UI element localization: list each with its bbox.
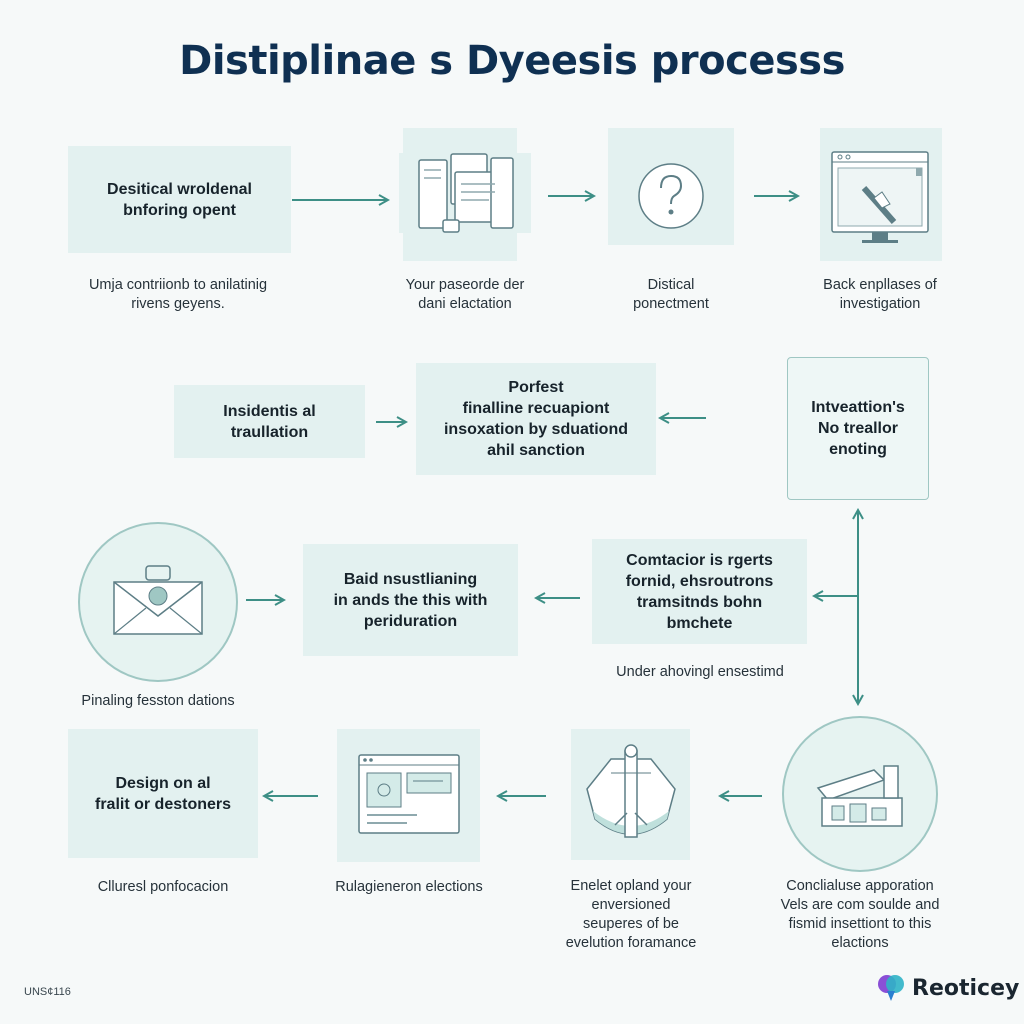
step-text: Design on al (115, 774, 211, 792)
caption-r1-2: Your paseorde der dani elactation (375, 276, 555, 314)
step-text: enoting (829, 441, 887, 458)
caption-r1-3: Distical ponectment (598, 276, 744, 314)
caption-line: Vels are com soulde and (780, 897, 940, 913)
step-text: in ands the this with (333, 591, 488, 609)
step-text: Insidentis al (223, 402, 316, 420)
step-box-r2-1: Insidentis al traullation (174, 385, 365, 458)
window-icon (337, 729, 480, 862)
caption-r1-4: Back enpllases of investigation (800, 276, 960, 314)
caption-line: Umja contriionb to anilatinig (88, 277, 268, 293)
step-text: bmchete (666, 614, 733, 632)
step-text: Comtacior is rgerts (626, 551, 773, 569)
caption-line: Conclialuse apporation (786, 878, 934, 894)
caption-r1-1: Umja contriionb to anilatinig rivens gey… (60, 276, 296, 314)
brand-mark-icon (878, 975, 904, 1001)
factory-icon (782, 716, 938, 872)
step-text: Baid nsustlianing (343, 570, 478, 588)
caption-line: enversioned (591, 897, 671, 913)
caption-line: rivens geyens. (131, 296, 225, 312)
step-text: traullation (230, 423, 309, 441)
envelope-icon (78, 522, 238, 682)
step-text: bnforing opent (123, 201, 236, 219)
step-box-r3-2: Comtacior is rgerts fornid, ehsroutrons … (592, 539, 807, 644)
step-box-r2-2: Porfest finalline recuapiont insoxation … (416, 363, 656, 475)
documents-icon (399, 128, 531, 261)
step-text: tramsitnds bohn (636, 593, 763, 611)
step-box-r3-1: Baid nsustlianing in ands the this with … (303, 544, 518, 656)
step-text: ahil sanction (487, 442, 585, 459)
footer-code: UNS¢116 (24, 986, 71, 998)
caption-r4-4: Conclialuse apporation Vels are com soul… (770, 877, 950, 953)
caption-r4-2: Rulagieneron elections (335, 879, 483, 895)
step-text: No treallor (817, 420, 898, 437)
monitor-icon (820, 128, 942, 261)
step-box-r2-3: Intveattion's No treallor enoting (787, 357, 929, 500)
caption-line: seuperes of be (583, 916, 679, 932)
page-title: Distiplinae s Dyeesis processs (179, 38, 845, 84)
caption-line: dani elactation (418, 296, 512, 312)
step-text: fornid, ehsroutrons (625, 572, 774, 590)
caption-line: elactions (831, 935, 889, 951)
caption-line: fismid insettiont to this (788, 916, 932, 932)
brand-logo: Reoticey (876, 973, 1019, 1003)
caption-r3-box2: Under ahovingl ensestimd (616, 664, 784, 680)
caption-line: Enelet opland your (570, 878, 692, 894)
caption-r4-1: Clluresl ponfocacion (97, 879, 229, 895)
caption-line: Back enpllases of (823, 277, 937, 293)
caption-line: evelution foramance (565, 935, 697, 951)
step-text: Porfest (508, 379, 564, 396)
caption-line: Your paseorde der (405, 277, 525, 293)
step-text: periduration (363, 612, 458, 630)
step-text: Intveattion's (811, 399, 905, 416)
tower-icon (571, 729, 690, 860)
caption-r3-circle: Pinaling fesston dations (81, 693, 235, 709)
brand-name: Reoticey (912, 975, 1020, 1001)
caption-line: investigation (839, 296, 921, 312)
step-text: finalline recuapiont (462, 400, 610, 417)
step-text: fralit or destoners (94, 795, 232, 813)
step-box-r1-1: Desitical wroldenal bnforing opent (68, 146, 291, 253)
step-box-r4-1: Design on al fralit or destoners (68, 729, 258, 858)
question-icon (608, 128, 734, 245)
caption-line: Distical (647, 277, 695, 293)
step-text: Desitical wroldenal (107, 180, 252, 198)
caption-r4-3: Enelet opland your enversioned seuperes … (546, 877, 716, 953)
step-text: insoxation by sduationd (443, 421, 628, 438)
caption-line: ponectment (633, 296, 709, 312)
